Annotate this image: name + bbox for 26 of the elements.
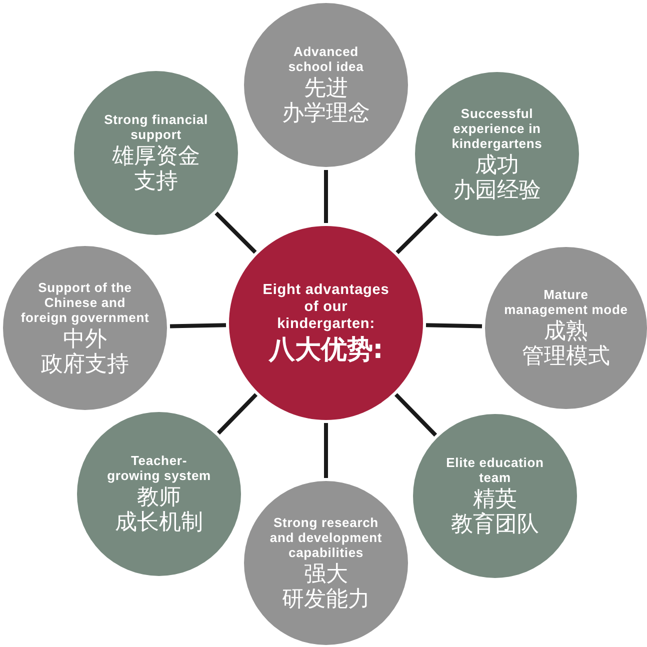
- chinese-label: 八大优势:: [268, 334, 384, 364]
- connector-line: [216, 393, 258, 435]
- connector-line: [324, 423, 328, 478]
- english-label: Eight advantages of our kindergarten:: [262, 282, 390, 332]
- chinese-label: 精英教育团队: [451, 487, 539, 537]
- english-label: Mature management mode: [504, 287, 628, 317]
- english-label: Teacher-growing system: [107, 453, 211, 483]
- chinese-label: 成熟管理模式: [522, 319, 610, 369]
- chinese-label: 成功办园经验: [453, 152, 541, 202]
- english-label: Strong financial support: [104, 112, 208, 142]
- connector-line: [170, 323, 226, 328]
- chinese-label: 中外政府支持: [41, 326, 129, 376]
- chinese-label: 先进办学理念: [282, 76, 370, 126]
- chinese-label: 强大研发能力: [282, 562, 370, 612]
- connector-line: [324, 170, 328, 223]
- english-label: Strong research and development capabilities: [270, 514, 382, 560]
- connector-line: [214, 212, 257, 254]
- english-label: Elite education team: [446, 455, 544, 485]
- connector-line: [426, 323, 482, 328]
- english-label: Advanced school idea: [288, 44, 364, 74]
- connector-line: [396, 212, 438, 254]
- chinese-label: 雄厚资金支持: [112, 144, 200, 194]
- english-label: Support of the Chinese and foreign government: [20, 280, 150, 324]
- connector-line: [394, 393, 438, 437]
- chinese-label: 教师成长机制: [115, 485, 203, 535]
- english-label: Successful experience in kindergartens: [452, 106, 542, 150]
